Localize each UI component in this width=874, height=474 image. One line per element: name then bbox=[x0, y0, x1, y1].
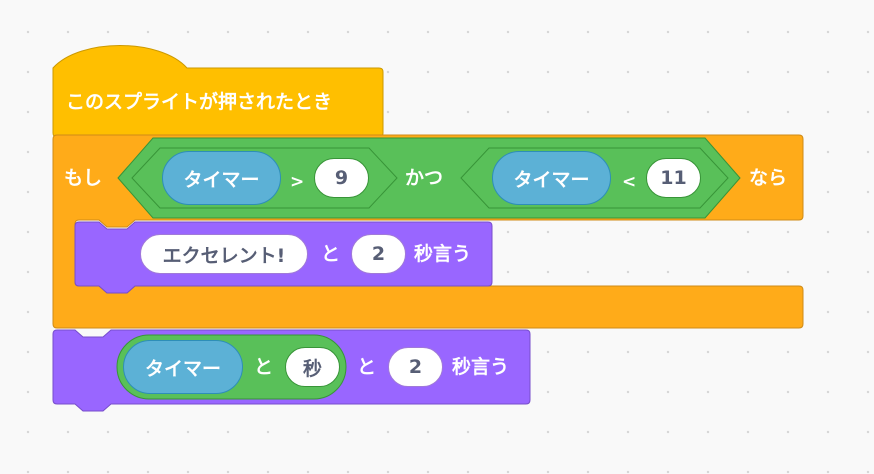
say-suffix-label: 秒言う bbox=[414, 243, 472, 265]
if-label: もし bbox=[64, 167, 103, 189]
join-text-input[interactable]: 秒 bbox=[285, 347, 340, 387]
timer-reporter[interactable]: タイマー bbox=[123, 340, 243, 394]
less-than-symbol: < bbox=[622, 172, 637, 192]
value-input-right[interactable]: 11 bbox=[646, 158, 701, 198]
then-label: なら bbox=[749, 167, 788, 189]
hat-block-label: このスプライトが押されたとき bbox=[66, 91, 333, 113]
seconds-input[interactable]: 2 bbox=[351, 234, 406, 274]
and-label: かつ bbox=[405, 167, 444, 189]
value-input-left[interactable]: 9 bbox=[314, 158, 369, 198]
message-input[interactable]: エクセレント! bbox=[140, 234, 308, 274]
and-word: と bbox=[321, 243, 341, 265]
greater-than-symbol: > bbox=[290, 172, 305, 192]
and-word: と bbox=[254, 356, 274, 378]
seconds-input[interactable]: 2 bbox=[388, 347, 443, 387]
timer-reporter[interactable]: タイマー bbox=[162, 151, 281, 205]
and-word: と bbox=[357, 356, 377, 378]
timer-reporter[interactable]: タイマー bbox=[492, 151, 611, 205]
say-suffix-label: 秒言う bbox=[452, 356, 510, 378]
